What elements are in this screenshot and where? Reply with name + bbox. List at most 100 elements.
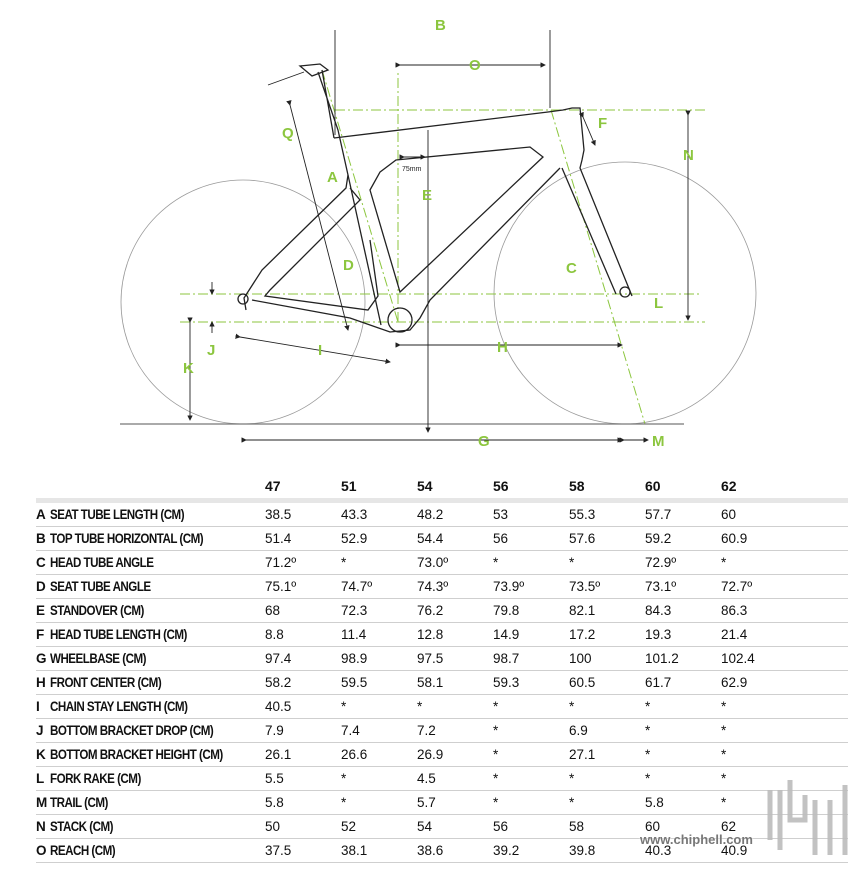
wheels (120, 161, 757, 425)
row-value: 86.3 (721, 598, 797, 623)
row-name-text: TOP TUBE HORIZONTAL (CM) (50, 531, 204, 546)
row-value: 21.4 (721, 622, 797, 647)
row-value: * (569, 694, 645, 719)
row-value: 5.7 (417, 790, 493, 815)
row-value: * (721, 718, 797, 743)
row-value: * (645, 742, 721, 767)
row-value: 5.8 (265, 790, 341, 815)
row-value: 40.5 (265, 694, 341, 719)
row-value: 60 (721, 500, 797, 527)
row-letter: I (36, 694, 50, 719)
row-value: 12.8 (417, 622, 493, 647)
label-f: F (598, 115, 607, 132)
row-value: 100 (569, 646, 645, 671)
row-letter: J (36, 718, 50, 743)
row-value: 74.3º (417, 574, 493, 599)
row-letter: L (36, 766, 50, 791)
row-value: 43.3 (341, 500, 417, 527)
label-g: G (478, 433, 490, 450)
row-letter: D (36, 574, 50, 599)
row-name: STANDOVER (CM) (50, 598, 265, 623)
row-value: 6.9 (569, 718, 645, 743)
row-letter: N (36, 814, 50, 839)
row-value: 59.5 (341, 670, 417, 695)
row-value: * (493, 694, 569, 719)
row-value: 58.2 (265, 670, 341, 695)
row-name: REACH (CM) (50, 838, 265, 863)
row-value: 59.2 (645, 526, 721, 551)
row-value: 72.3 (341, 598, 417, 623)
label-h: H (497, 339, 508, 356)
row-value: 101.2 (645, 646, 721, 671)
row-value: 38.5 (265, 500, 341, 527)
row-name-text: CHAIN STAY LENGTH (CM) (50, 699, 188, 714)
row-name-text: BOTTOM BRACKET HEIGHT (CM) (50, 747, 223, 762)
label-k: K (183, 360, 194, 377)
size-header-row: 47 51 54 56 58 60 62 (36, 474, 848, 501)
row-value: 38.1 (341, 838, 417, 863)
row-value: * (341, 694, 417, 719)
row-value: 71.2º (265, 550, 341, 575)
row-value: 52.9 (341, 526, 417, 551)
row-value: * (721, 790, 797, 815)
row-name-text: SEAT TUBE ANGLE (50, 579, 151, 594)
label-c: C (566, 260, 577, 277)
row-name-text: HEAD TUBE LENGTH (CM) (50, 627, 187, 642)
row-value: 39.8 (569, 838, 645, 863)
row-name: WHEELBASE (CM) (50, 646, 265, 671)
row-value: * (645, 718, 721, 743)
row-value: 14.9 (493, 622, 569, 647)
label-n: N (683, 147, 694, 164)
row-name: TOP TUBE HORIZONTAL (CM) (50, 526, 265, 551)
row-letter: B (36, 526, 50, 551)
label-a: A (327, 169, 338, 186)
label-75mm: 75mm (402, 166, 422, 173)
frame (237, 63, 633, 333)
row-value: * (721, 694, 797, 719)
row-value: 82.1 (569, 598, 645, 623)
dimension-labels: B O F N Q A E D C L J K I H G M 75mm (183, 17, 694, 450)
size-header: 56 (493, 478, 509, 494)
row-value: 54 (417, 814, 493, 839)
row-name: HEAD TUBE ANGLE (50, 550, 265, 575)
row-name: HEAD TUBE LENGTH (CM) (50, 622, 265, 647)
row-letter: O (36, 838, 50, 863)
row-value: 56 (493, 814, 569, 839)
row-value: 58 (569, 814, 645, 839)
row-name: BOTTOM BRACKET DROP (CM) (50, 718, 265, 743)
row-value: 52 (341, 814, 417, 839)
row-value: 68 (265, 598, 341, 623)
row-name: SEAT TUBE LENGTH (CM) (50, 500, 265, 527)
row-value: * (569, 766, 645, 791)
row-value: 97.4 (265, 646, 341, 671)
row-value: 62.9 (721, 670, 797, 695)
row-value: * (493, 718, 569, 743)
size-header: 58 (569, 478, 585, 494)
row-name-text: FRONT CENTER (CM) (50, 675, 162, 690)
row-value: 48.2 (417, 500, 493, 527)
row-value: 51.4 (265, 526, 341, 551)
row-name: SEAT TUBE ANGLE (50, 574, 265, 599)
row-value: 97.5 (417, 646, 493, 671)
row-value: * (493, 790, 569, 815)
size-header: 60 (645, 478, 661, 494)
row-value: * (493, 766, 569, 791)
row-value: 60 (645, 814, 721, 839)
row-value: 57.6 (569, 526, 645, 551)
row-letter: C (36, 550, 50, 575)
row-value: 84.3 (645, 598, 721, 623)
row-value: 54.4 (417, 526, 493, 551)
row-value: 11.4 (341, 622, 417, 647)
row-value: 98.9 (341, 646, 417, 671)
row-name: STACK (CM) (50, 814, 265, 839)
label-j: J (207, 342, 215, 359)
row-name: BOTTOM BRACKET HEIGHT (CM) (50, 742, 265, 767)
